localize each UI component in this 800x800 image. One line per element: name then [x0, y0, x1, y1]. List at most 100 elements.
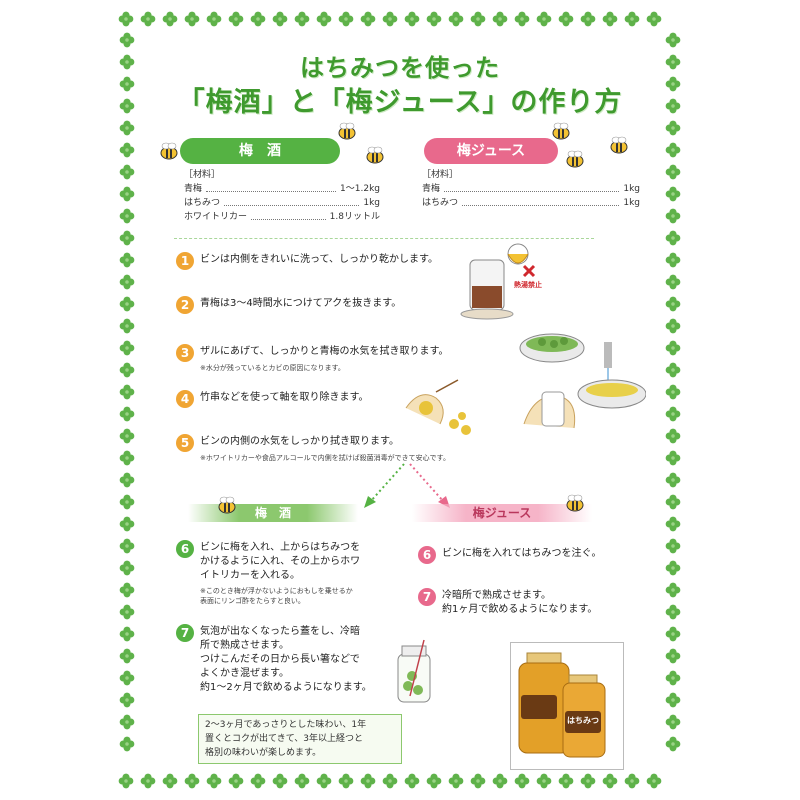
clover-icon	[492, 11, 508, 27]
clover-icon	[470, 11, 486, 27]
washing-illustration	[519, 333, 646, 409]
clover-icon	[250, 11, 266, 27]
tip-line: 置くとコクが出てきて、3年以上経つと	[205, 734, 364, 744]
clover-icon	[665, 582, 681, 598]
tip-line: 2～3ヶ月であっさりとした味わい、1年	[205, 720, 367, 730]
clover-icon	[426, 773, 442, 789]
materials-heading: ［材料］	[184, 170, 221, 180]
heat-warning-label: 熱湯禁止	[514, 281, 542, 289]
clover-icon	[119, 296, 135, 312]
step-number: 4	[176, 390, 194, 408]
clover-icon	[665, 54, 681, 70]
clover-icon	[536, 773, 552, 789]
clover-icon	[228, 773, 244, 789]
clover-icon	[338, 773, 354, 789]
umeshu-pill: 梅 酒	[180, 138, 340, 164]
clover-icon	[119, 32, 135, 48]
clover-icon	[646, 11, 662, 27]
clover-icon	[404, 11, 420, 27]
step-line: ビンに梅を入れ、上からはちみつを	[200, 542, 361, 553]
clover-icon	[119, 252, 135, 268]
clover-icon	[119, 736, 135, 752]
clover-icon	[665, 560, 681, 576]
clover-icon	[665, 626, 681, 642]
umejuice-banner: 梅ジュース	[412, 504, 592, 522]
clover-icon	[119, 516, 135, 532]
clover-icon	[665, 648, 681, 664]
clover-icon	[665, 164, 681, 180]
step-line: 冷暗所で熟成させます。	[442, 590, 551, 601]
step-note: ※水分が残っているとカビの原因になります。	[200, 364, 345, 372]
clover-icon	[294, 11, 310, 27]
jar-drying-illustration	[460, 243, 536, 320]
tip-line: 格別の味わいが楽しめます。	[205, 748, 322, 758]
umeshu-step-6: 6 ビンに梅を入れ、上からはちみつを かけるように入れ、その上からホワ イトリカ…	[176, 540, 406, 612]
clover-icon	[360, 773, 376, 789]
wiping-illustration	[523, 391, 576, 429]
clover-icon	[119, 164, 135, 180]
clover-icon	[665, 32, 681, 48]
step-line: イトリカーを入れる。	[200, 570, 300, 581]
material-amount: 1kg	[363, 198, 380, 208]
clover-icon	[119, 560, 135, 576]
clover-icon	[665, 472, 681, 488]
stem-removal-illustration	[405, 379, 471, 435]
bee-icon	[566, 494, 584, 512]
clover-icon	[119, 340, 135, 356]
clover-icon	[294, 773, 310, 789]
step-text: ビンの内側の水気をしっかり拭き取ります。	[200, 436, 399, 447]
clover-icon	[665, 714, 681, 730]
bee-icon	[610, 136, 628, 154]
clover-icon	[119, 384, 135, 400]
clover-icon	[206, 773, 222, 789]
clover-icon	[119, 538, 135, 554]
clover-icon	[184, 773, 200, 789]
clover-icon	[119, 208, 135, 224]
step-number: 6	[418, 546, 436, 564]
clover-icon	[665, 186, 681, 202]
clover-icon	[140, 11, 156, 27]
clover-icon	[119, 98, 135, 114]
clover-icon	[665, 340, 681, 356]
honey-jars-photo: はちみつ	[510, 642, 624, 770]
step-text: 気泡が出なくなったら蓋をし、冷暗 所で熟成させます。 つけこんだその日から長い箸…	[200, 625, 372, 695]
step-number: 5	[176, 434, 194, 452]
umeshu-banner: 梅 酒	[188, 504, 358, 522]
clover-icon	[119, 428, 135, 444]
clover-icon	[184, 11, 200, 27]
clover-icon	[228, 11, 244, 27]
clover-icon	[316, 11, 332, 27]
step-line: 約1～2ヶ月で飲めるようになります。	[200, 682, 372, 693]
clover-icon	[558, 773, 574, 789]
step-note-line: ※このとき梅が浮かないようにおもしを乗せるか	[200, 587, 353, 595]
clover-icon	[580, 773, 596, 789]
clover-icon	[119, 494, 135, 510]
clover-icon	[665, 670, 681, 686]
step-note: ※ホワイトリカーや食品アルコールで内側を拭けば殺菌消毒ができて安心です。	[200, 454, 450, 462]
clover-icon	[118, 11, 134, 27]
clover-icon	[250, 773, 266, 789]
bee-icon	[566, 150, 584, 168]
recipe-sheet: はちみつを使った 「梅酒」と「梅ジュース」の作り方 梅 酒 梅ジュース ［材料］…	[118, 10, 682, 790]
clover-icon	[580, 11, 596, 27]
clover-icon	[119, 186, 135, 202]
clover-icon	[536, 11, 552, 27]
clover-icon	[140, 773, 156, 789]
clover-icon	[162, 773, 178, 789]
clover-icon	[119, 274, 135, 290]
step-line: 約1ヶ月で飲めるようになります。	[442, 604, 598, 615]
step-line: 所で熟成させます。	[200, 640, 289, 651]
clover-icon	[119, 406, 135, 422]
material-name: 青梅	[422, 184, 441, 194]
clover-icon	[665, 230, 681, 246]
clover-icon	[119, 230, 135, 246]
clover-icon	[665, 406, 681, 422]
clover-icon	[338, 11, 354, 27]
juice-step-6: 6 ビンに梅を入れてはちみつを注ぐ。	[418, 546, 638, 566]
clover-icon	[404, 773, 420, 789]
clover-icon	[119, 714, 135, 730]
